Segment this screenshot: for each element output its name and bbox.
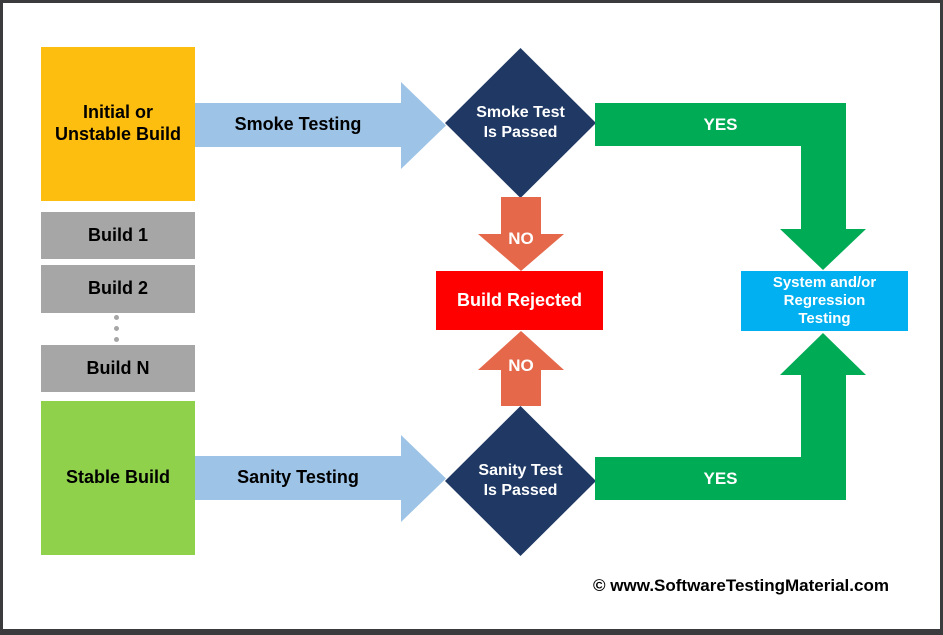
edge-sanity-testing-label: Sanity Testing bbox=[237, 467, 359, 488]
edge-no-from-sanity-label: NO bbox=[508, 356, 534, 375]
edge-yes-from-smoke-arrowhead-icon bbox=[780, 229, 866, 270]
edge-smoke-testing-arrowhead-icon bbox=[401, 82, 446, 169]
node-build-n-label: Build N bbox=[86, 357, 150, 378]
edge-yes-from-sanity: YES bbox=[595, 457, 846, 500]
edge-sanity-testing-arrowhead-icon bbox=[401, 435, 446, 522]
edge-smoke-testing-label: Smoke Testing bbox=[234, 114, 362, 135]
edge-yes-from-sanity-arrowhead-icon bbox=[780, 333, 866, 375]
node-build-rejected: Build Rejected bbox=[436, 271, 603, 330]
edge-yes-from-smoke: YES bbox=[595, 103, 846, 146]
node-build-2: Build 2 bbox=[41, 265, 195, 313]
node-system-regression-testing: System and/or Regression Testing bbox=[741, 271, 908, 331]
node-sanity-test-decision: Sanity Test Is Passed bbox=[445, 406, 596, 556]
edge-no-from-smoke-label: NO bbox=[508, 229, 534, 248]
node-smoke-test-decision: Smoke Test Is Passed bbox=[445, 48, 596, 198]
node-build-n: Build N bbox=[41, 345, 195, 392]
node-build-1: Build 1 bbox=[41, 212, 195, 259]
node-build-1-label: Build 1 bbox=[87, 224, 148, 245]
edge-smoke-testing: Smoke Testing bbox=[195, 103, 401, 147]
node-stable-build: Stable Build bbox=[41, 401, 195, 555]
builds-ellipsis-connector bbox=[114, 315, 119, 342]
node-sanity-test-decision-label: Sanity Test Is Passed bbox=[478, 462, 563, 499]
node-build-rejected-label: Build Rejected bbox=[456, 289, 583, 310]
node-smoke-test-decision-label: Smoke Test Is Passed bbox=[476, 104, 565, 141]
edge-yes-from-smoke-vertical bbox=[801, 145, 846, 229]
node-build-2-label: Build 2 bbox=[87, 278, 148, 299]
edge-yes-from-sanity-label: YES bbox=[703, 468, 738, 488]
edge-no-from-smoke-shaft bbox=[501, 197, 541, 234]
edge-yes-from-sanity-vertical bbox=[801, 375, 846, 458]
node-initial-unstable-build: Initial or Unstable Build bbox=[41, 47, 195, 201]
edge-no-from-sanity-shaft bbox=[501, 370, 541, 406]
node-system-regression-testing-label: System and/or Regression Testing bbox=[772, 273, 877, 328]
node-initial-unstable-build-label: Initial or Unstable Build bbox=[54, 102, 181, 144]
node-stable-build-label: Stable Build bbox=[65, 467, 170, 488]
edge-sanity-testing: Sanity Testing bbox=[195, 456, 401, 500]
copyright-text: © www.SoftwareTestingMaterial.com bbox=[593, 576, 889, 595]
edge-yes-from-smoke-label: YES bbox=[703, 114, 738, 134]
